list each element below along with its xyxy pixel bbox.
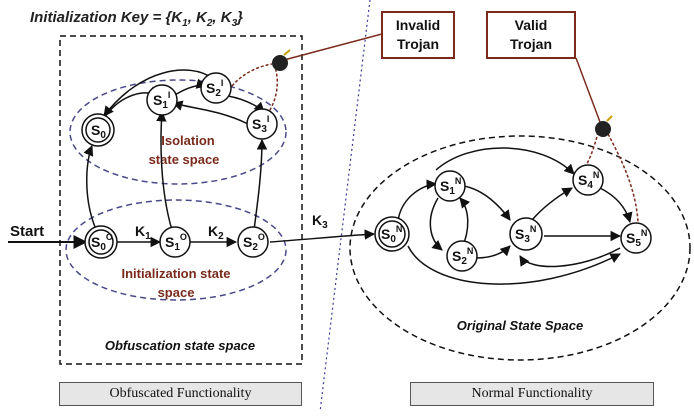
state-s3-isolation: S3I: [246, 108, 278, 140]
state-s4-normal: S4N: [572, 164, 604, 196]
svg-text:S3I: S3I: [252, 114, 269, 135]
svg-text:S2I: S2I: [206, 78, 223, 99]
valid-trojan-line2: Trojan: [510, 36, 552, 52]
svg-text:S2O: S2O: [243, 232, 265, 253]
normal-functionality-label: Normal Functionality: [410, 382, 654, 406]
state-s2-isolation: S2I: [200, 72, 232, 104]
edge-s2n-s3n: [475, 245, 511, 259]
valid-bomb-icon: [595, 121, 611, 137]
svg-text:S2N: S2N: [452, 246, 473, 267]
initialization-label-2: space: [158, 285, 195, 300]
state-s5-normal: S5N: [620, 222, 652, 254]
initialization-label-1: Initialization state: [121, 266, 230, 281]
state-s0-isolation: S0: [81, 113, 115, 147]
svg-text:S0: S0: [91, 122, 106, 141]
invalid-trojan-link: [265, 63, 279, 117]
edge-s3-s1-iso: [171, 100, 249, 125]
state-s1-normal: S1N: [434, 170, 466, 202]
invalid-trojan-leader: [283, 33, 383, 61]
state-s0-normal: S0N: [374, 216, 410, 252]
state-s1-isolation: S1I: [146, 84, 178, 116]
invalid-bomb-fuse: [283, 49, 291, 56]
obfuscated-functionality-label: Obfuscated Functionality: [59, 382, 302, 406]
isolation-ellipse: [69, 79, 287, 185]
invalid-trojan-line1: Invalid: [396, 17, 440, 33]
key-k2: K2: [208, 223, 224, 242]
svg-text:S1I: S1I: [153, 90, 170, 111]
edge-s1n-s3n: [463, 185, 511, 221]
key-k3: K3: [312, 212, 328, 231]
start-label: Start: [10, 223, 44, 240]
invalid-trojan-box: [381, 11, 455, 59]
initialization-key-title: Initialization Key = {K1, K2, K3}: [30, 9, 243, 29]
edge-s3n-s4n: [531, 187, 573, 221]
edge-k3: [269, 229, 376, 243]
original-space-ellipse: [349, 135, 691, 361]
edge-s1n-s4n-top: [435, 147, 575, 175]
isolation-label-2: state space: [149, 152, 220, 167]
svg-text:S1N: S1N: [440, 176, 461, 197]
state-s1-initialization: S1O: [159, 226, 191, 258]
initialization-ellipse: [65, 199, 287, 301]
valid-trojan-box: [486, 11, 576, 59]
svg-text:S0O: S0O: [91, 232, 113, 253]
edge-s5n-s3n: [519, 247, 621, 268]
state-s3-normal: S3N: [509, 217, 543, 251]
invalid-bomb-icon: [272, 55, 288, 71]
edge-s4n-s5n: [599, 187, 633, 224]
invalid-trojan-line2: Trojan: [397, 36, 439, 52]
valid-trojan-line1: Valid: [515, 17, 548, 33]
edge-s0n-s5n-bottom: [407, 245, 621, 285]
invalid-trojan-link-2: [231, 63, 273, 87]
key-k1: K1: [135, 223, 151, 242]
state-s2-initialization: S2O: [237, 226, 269, 258]
isolation-label-1: Isolation: [161, 133, 215, 148]
valid-bomb-fuse: [606, 115, 613, 122]
obfuscation-box: [59, 35, 303, 365]
edge-s2-s0-iso: [103, 69, 213, 117]
edge-s0init-to-iso: [83, 145, 99, 235]
svg-text:S5N: S5N: [626, 228, 647, 249]
valid-trojan-leader: [575, 57, 601, 123]
svg-text:S1O: S1O: [165, 232, 187, 253]
svg-text:S0N: S0N: [381, 224, 402, 245]
valid-trojan-link-2: [607, 133, 639, 223]
edge-s2init-to-iso: [253, 138, 268, 231]
svg-text:S4N: S4N: [578, 170, 599, 191]
original-space-label: Original State Space: [457, 318, 583, 333]
svg-text:S3N: S3N: [515, 224, 536, 245]
obfuscation-space-label: Obfuscation state space: [105, 338, 255, 353]
edge-s1n-s2n: [429, 197, 443, 251]
state-s0-initialization: S0O: [84, 225, 118, 259]
edge-s0n-s1n: [397, 179, 438, 223]
state-s2-normal: S2N: [446, 240, 478, 272]
edge-s1init-to-iso: [156, 110, 173, 231]
valid-trojan-link: [583, 131, 599, 171]
divider-line: [319, 0, 371, 413]
